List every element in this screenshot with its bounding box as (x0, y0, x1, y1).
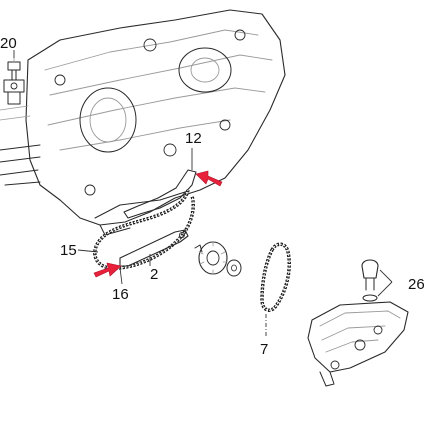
part-20-fitting (3, 55, 25, 105)
red-pointer-arrow-icon (195, 170, 223, 187)
callout-20: 20 (0, 35, 17, 52)
callout-16: 16 (112, 286, 129, 303)
red-pointer-arrow-icon (93, 262, 122, 278)
callout-labels: 20 12 15 16 2 7 26 (0, 35, 425, 358)
callout-15: 15 (60, 242, 77, 259)
oil-pump-sprocket (194, 241, 228, 275)
part-7-chain (260, 242, 291, 312)
part-26-filler-cap (361, 259, 379, 302)
part-2-tensioner (119, 229, 189, 267)
part-15-timing-chain (93, 189, 195, 270)
callout-12: 12 (185, 130, 202, 147)
callout-26: 26 (408, 276, 425, 293)
callout-2: 2 (150, 266, 158, 283)
oil-sump (307, 301, 409, 387)
crankcase-housing (0, 9, 286, 236)
part-12-chain-guide (123, 169, 197, 219)
small-gear (226, 259, 242, 277)
leader-lines (13, 50, 393, 336)
callout-7: 7 (260, 341, 268, 358)
